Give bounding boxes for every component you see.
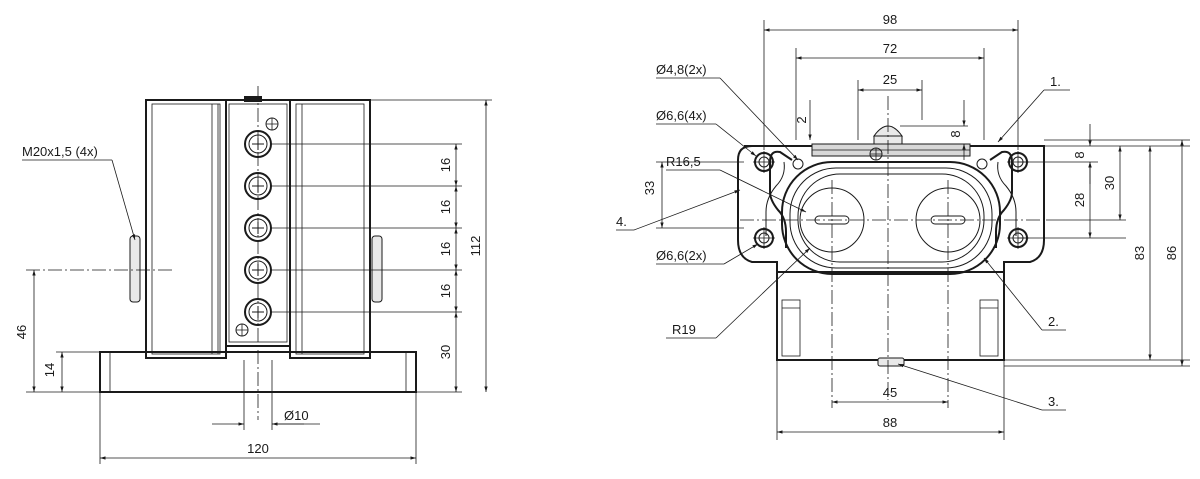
dim-14: 14	[42, 363, 57, 377]
dim-2: 2	[794, 116, 809, 123]
label-item4: 4.	[616, 214, 627, 229]
right-gland	[371, 235, 383, 303]
flange	[737, 145, 1045, 273]
dim-88: 88	[883, 415, 897, 430]
dim-45: 45	[883, 385, 897, 400]
dim-8-right: 8	[1072, 151, 1087, 158]
dim-30-left: 30	[438, 345, 453, 359]
label-item2: 2.	[1048, 314, 1059, 329]
dim-16-a: 16	[438, 158, 453, 172]
dim-25: 25	[883, 72, 897, 87]
dim-46: 46	[14, 325, 29, 339]
lower-body	[776, 271, 1005, 361]
label-phi66x2: Ø6,6(2x)	[656, 248, 707, 263]
dim-16-d: 16	[438, 284, 453, 298]
dim-83: 83	[1132, 246, 1147, 260]
left-side-view: 120 Ø10 46 14 16 16 16 16 30 11	[14, 86, 492, 464]
dim-120: 120	[247, 441, 269, 456]
dim-16-c: 16	[438, 242, 453, 256]
label-phi48: Ø4,8(2x)	[656, 62, 707, 77]
left-column	[145, 99, 227, 359]
cable-exit	[877, 357, 905, 367]
dim-72: 72	[883, 41, 897, 56]
label-r19: R19	[672, 322, 696, 337]
label-r165: R16,5	[666, 154, 701, 169]
right-top-view: 98 72 25 2 8 8 28 30 83 86	[616, 12, 1190, 440]
left-gland	[129, 235, 141, 303]
label-item1: 1.	[1050, 74, 1061, 89]
label-thread: M20x1,5 (4x)	[22, 144, 98, 159]
dim-98: 98	[883, 12, 897, 27]
dim-33: 33	[642, 181, 657, 195]
dim-d10: Ø10	[284, 408, 309, 423]
body-oval	[781, 161, 1001, 275]
dim-28: 28	[1072, 193, 1087, 207]
dim-30-right: 30	[1102, 176, 1117, 190]
dim-8-top: 8	[948, 130, 963, 137]
label-phi66x4: Ø6,6(4x)	[656, 108, 707, 123]
dim-86: 86	[1164, 246, 1179, 260]
dim-16-b: 16	[438, 200, 453, 214]
label-item3: 3.	[1048, 394, 1059, 409]
dim-112: 112	[468, 236, 483, 257]
